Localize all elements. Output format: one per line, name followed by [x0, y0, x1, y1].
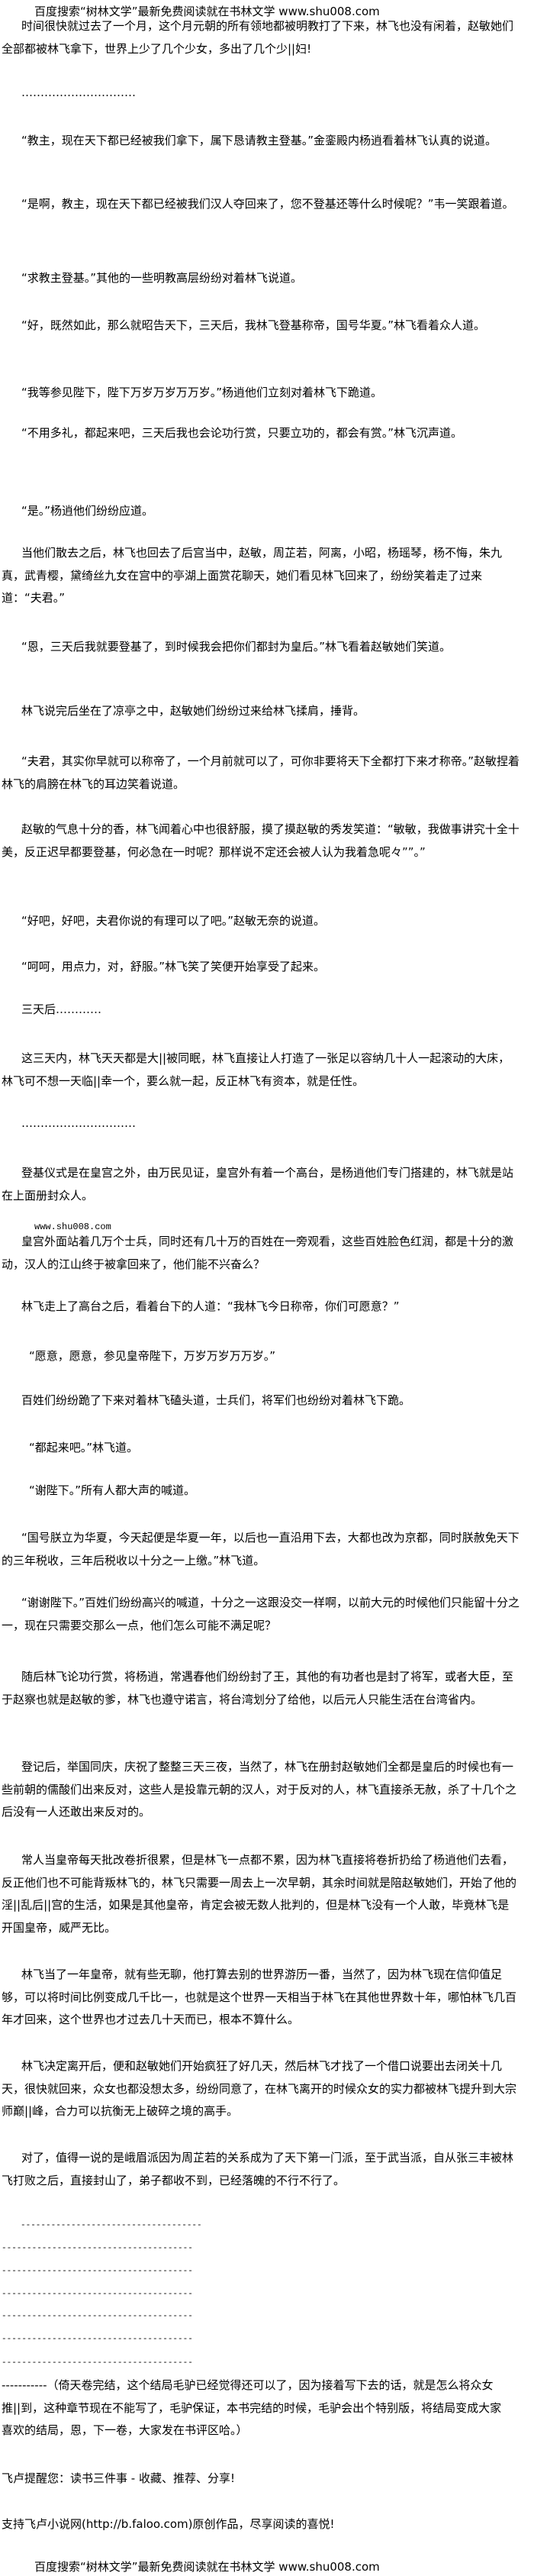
paragraph: 随后林飞论功行赏，将杨逍，常遇春他们纷纷封了王，其他的有功者也是封了将军，或者大…	[2, 1670, 514, 1706]
site-watermark-url: www.shu008.com	[34, 1222, 111, 1232]
paragraph: “不用多礼，都起来吧，三天后我也会论功行赏，只要立功的，都会有赏。”林飞沉声道。	[21, 426, 463, 440]
paragraph: “国号朕立为华夏，今天起便是华夏一年，以后也一直沿用下去，大都也改为京都，同时朕…	[2, 1531, 520, 1567]
paragraph: “夫君，其实你早就可以称帝了，一个月前就可以了，可你非要将天下全都打下来才称帝。…	[2, 754, 520, 791]
paragraph: “是啊，教主，现在天下都已经被我们汉人夺回来了，您不登基还等什么时候呢？”韦一笑…	[21, 197, 514, 211]
paragraph: 皇宫外面站着几万个士兵，同时还有几十万的百姓在一旁观看，这些百姓脸色红润，都是十…	[2, 1235, 514, 1271]
dash-divider: ------------------------------------	[21, 2221, 202, 2230]
dash-divider: --------------------------------------	[2, 2358, 193, 2368]
paragraph: “我等参见陛下，陛下万岁万岁万万岁。”杨逍他们立刻对着林飞下跪道。	[21, 386, 383, 399]
paragraph: “谢谢陛下。”百姓们纷纷高兴的喊道，十分之一这跟没交一样啊，以前大元的时候他们只…	[2, 1596, 520, 1632]
paragraph: 当他们散去之后，林飞也回去了后宫当中，赵敏，周芷若，阿离，小昭，杨瑶琴，杨不悔，…	[2, 546, 503, 605]
dash-divider: --------------------------------------	[2, 2244, 193, 2253]
paragraph: “恩，三天后我就要登基了，到时候我会把你们都封为皇后。”林飞看着赵敏她们笑道。	[21, 640, 452, 654]
paragraph: 登记后，举国同庆，庆祝了整整三天三夜，当然了，林飞在册封赵敏她们全都是皇后的时候…	[2, 1760, 517, 1819]
paragraph: “教主，现在天下都已经被我们拿下，属下恳请教主登基。”金銮殿内杨逍看着林飞认真的…	[21, 134, 497, 147]
paragraph: 时间很快就过去了一个月，这个月元朝的所有领地都被明教打了下来，林飞也没有闲着，赵…	[2, 19, 514, 56]
paragraph: 三天后…………	[21, 1002, 102, 1016]
paragraph: 林飞当了一年皇帝，就有些无聊，他打算去别的世界游历一番，当然了，因为林飞现在信仰…	[2, 1968, 517, 2026]
paragraph: “呵呵，用点力，对，舒服。”林飞笑了笑便开始享受了起来。	[21, 960, 326, 973]
author-note: -----------（倚天卷完结，这个结局毛驴已经觉得还可以了，因为接着写下去…	[2, 2378, 502, 2437]
paragraph: 这三天内，林飞天天都是大||被同眠，林飞直接让人打造了一张足以容纳几十人一起滚动…	[2, 1051, 510, 1088]
paragraph: “好吧，好吧，夫君你说的有理可以了吧。”赵敏无奈的说道。	[21, 914, 326, 928]
paragraph: 对了，值得一说的是峨眉派因为周芷若的关系成为了天下第一门派，至于武当派，自从张三…	[2, 2151, 514, 2187]
paragraph: 赵敏的气息十分的香，林飞闻着心中也很舒服，摸了摸赵敏的秀发笑道：“敏敏，我做事讲…	[2, 822, 520, 859]
dash-divider: --------------------------------------	[2, 2290, 193, 2299]
paragraph: “谢陛下。”所有人都大声的喊道。	[29, 1483, 196, 1497]
paragraph: “都起来吧。”林飞道。	[29, 1441, 139, 1454]
paragraph: 林飞说完后坐在了凉亭之中，赵敏她们纷纷过来给林飞揉肩，捶背。	[21, 704, 365, 718]
separator-dots: …………………………	[21, 86, 136, 99]
reader-reminder: 飞卢提醒您：读书三件事 - 收藏、推荐、分享!	[2, 2471, 235, 2485]
site-banner-bottom: 百度搜索“树林文学”最新免费阅读就在书林文学 www.shu008.com	[34, 2560, 380, 2574]
paragraph: “好，既然如此，那么就昭告天下，三天后，我林飞登基称帝，国号华夏。”林飞看着众人…	[21, 318, 486, 332]
dash-divider: --------------------------------------	[2, 2312, 193, 2321]
site-banner-top: 百度搜索“树林文学”最新免费阅读就在书林文学 www.shu008.com	[34, 5, 380, 18]
paragraph: “求教主登基。”其他的一些明教高层纷纷对着林飞说道。	[21, 271, 303, 285]
paragraph: 林飞决定离开后，便和赵敏她们开始疯狂了好几天，然后林飞才找了一个借口说要出去闭关…	[2, 2059, 517, 2118]
paragraph: 林飞走上了高台之后，看着台下的人道：“我林飞今日称帝，你们可愿意？”	[21, 1299, 400, 1313]
paragraph: 百姓们纷纷跪了下来对着林飞磕头道，士兵们，将军们也纷纷对着林飞下跪。	[21, 1393, 411, 1407]
paragraph: “愿意，愿意，参见皇帝陛下，万岁万岁万万岁。”	[29, 1349, 276, 1363]
separator-dots: …………………………	[21, 1116, 136, 1130]
dash-divider: --------------------------------------	[2, 2335, 193, 2344]
dash-divider: --------------------------------------	[2, 2267, 193, 2276]
support-link-text: 支持飞卢小说网(http://b.faloo.com)原创作品，尽享阅读的喜悦!	[2, 2517, 335, 2531]
paragraph: 登基仪式是在皇宫之外，由万民见证，皇宫外有着一个高台，是杨逍他们专门搭建的，林飞…	[2, 1166, 514, 1202]
paragraph: 常人当皇帝每天批改卷折很累，但是林飞一点都不累，因为林飞直接将卷折扔给了杨逍他们…	[2, 1853, 517, 1935]
paragraph: “是。”杨逍他们纷纷应道。	[21, 504, 154, 518]
